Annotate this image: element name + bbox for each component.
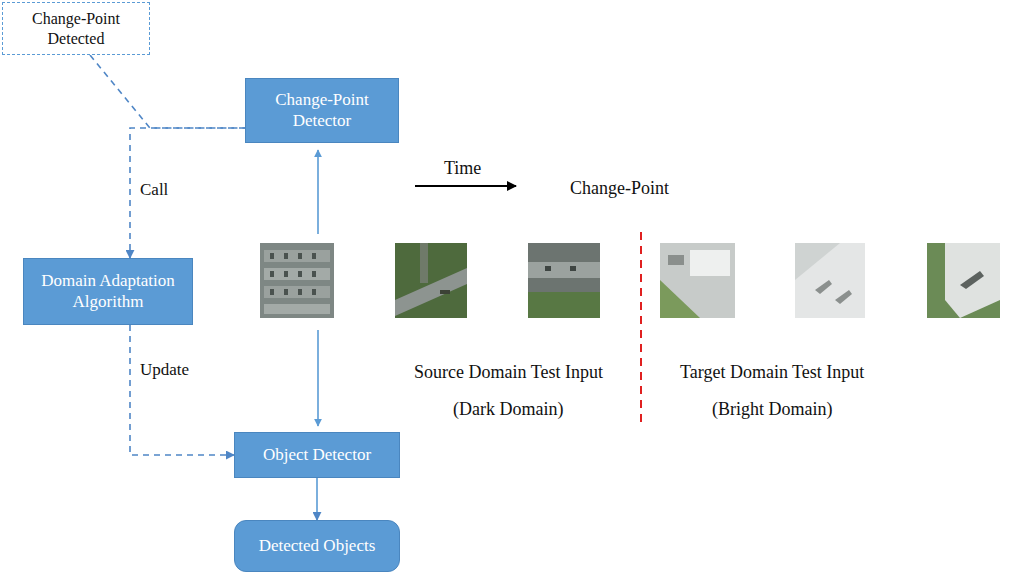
satellite-image <box>528 243 600 318</box>
process-box: Change-Point Detector <box>245 78 399 143</box>
edge-label: Call <box>138 180 170 200</box>
node-text: Domain Adaptation Algorithm <box>33 271 183 312</box>
input-arrow <box>317 330 319 426</box>
callout-box: Change-Point Detected <box>2 2 150 55</box>
axis-label: Time <box>444 158 481 179</box>
satellite-image <box>395 243 467 318</box>
group-label: Source Domain Test Input <box>414 362 603 383</box>
output-box: Detected Objects <box>234 520 400 572</box>
group-label: (Dark Domain) <box>453 399 563 420</box>
dashed-connector <box>90 55 245 128</box>
edge-label: Update <box>138 360 191 380</box>
node-text: Change-Point Detected <box>12 9 140 47</box>
group-label: (Bright Domain) <box>712 399 832 420</box>
satellite-image <box>260 243 334 318</box>
change-point-line <box>640 232 642 428</box>
dashed-connector <box>130 325 234 455</box>
node-text: Detected Objects <box>259 536 376 556</box>
input-arrow <box>317 150 319 234</box>
node-text: Change-Point Detector <box>255 90 389 131</box>
process-box: Domain Adaptation Algorithm <box>23 258 193 325</box>
node-text: Object Detector <box>263 445 371 465</box>
arrow-connector <box>316 478 318 520</box>
marker-label: Change-Point <box>570 178 669 199</box>
process-box: Object Detector <box>234 432 400 478</box>
time-arrow <box>415 185 516 187</box>
satellite-image <box>660 243 735 318</box>
satellite-image <box>795 243 865 318</box>
satellite-image <box>927 243 1000 318</box>
group-label: Target Domain Test Input <box>680 362 864 383</box>
dashed-connector <box>130 128 245 258</box>
